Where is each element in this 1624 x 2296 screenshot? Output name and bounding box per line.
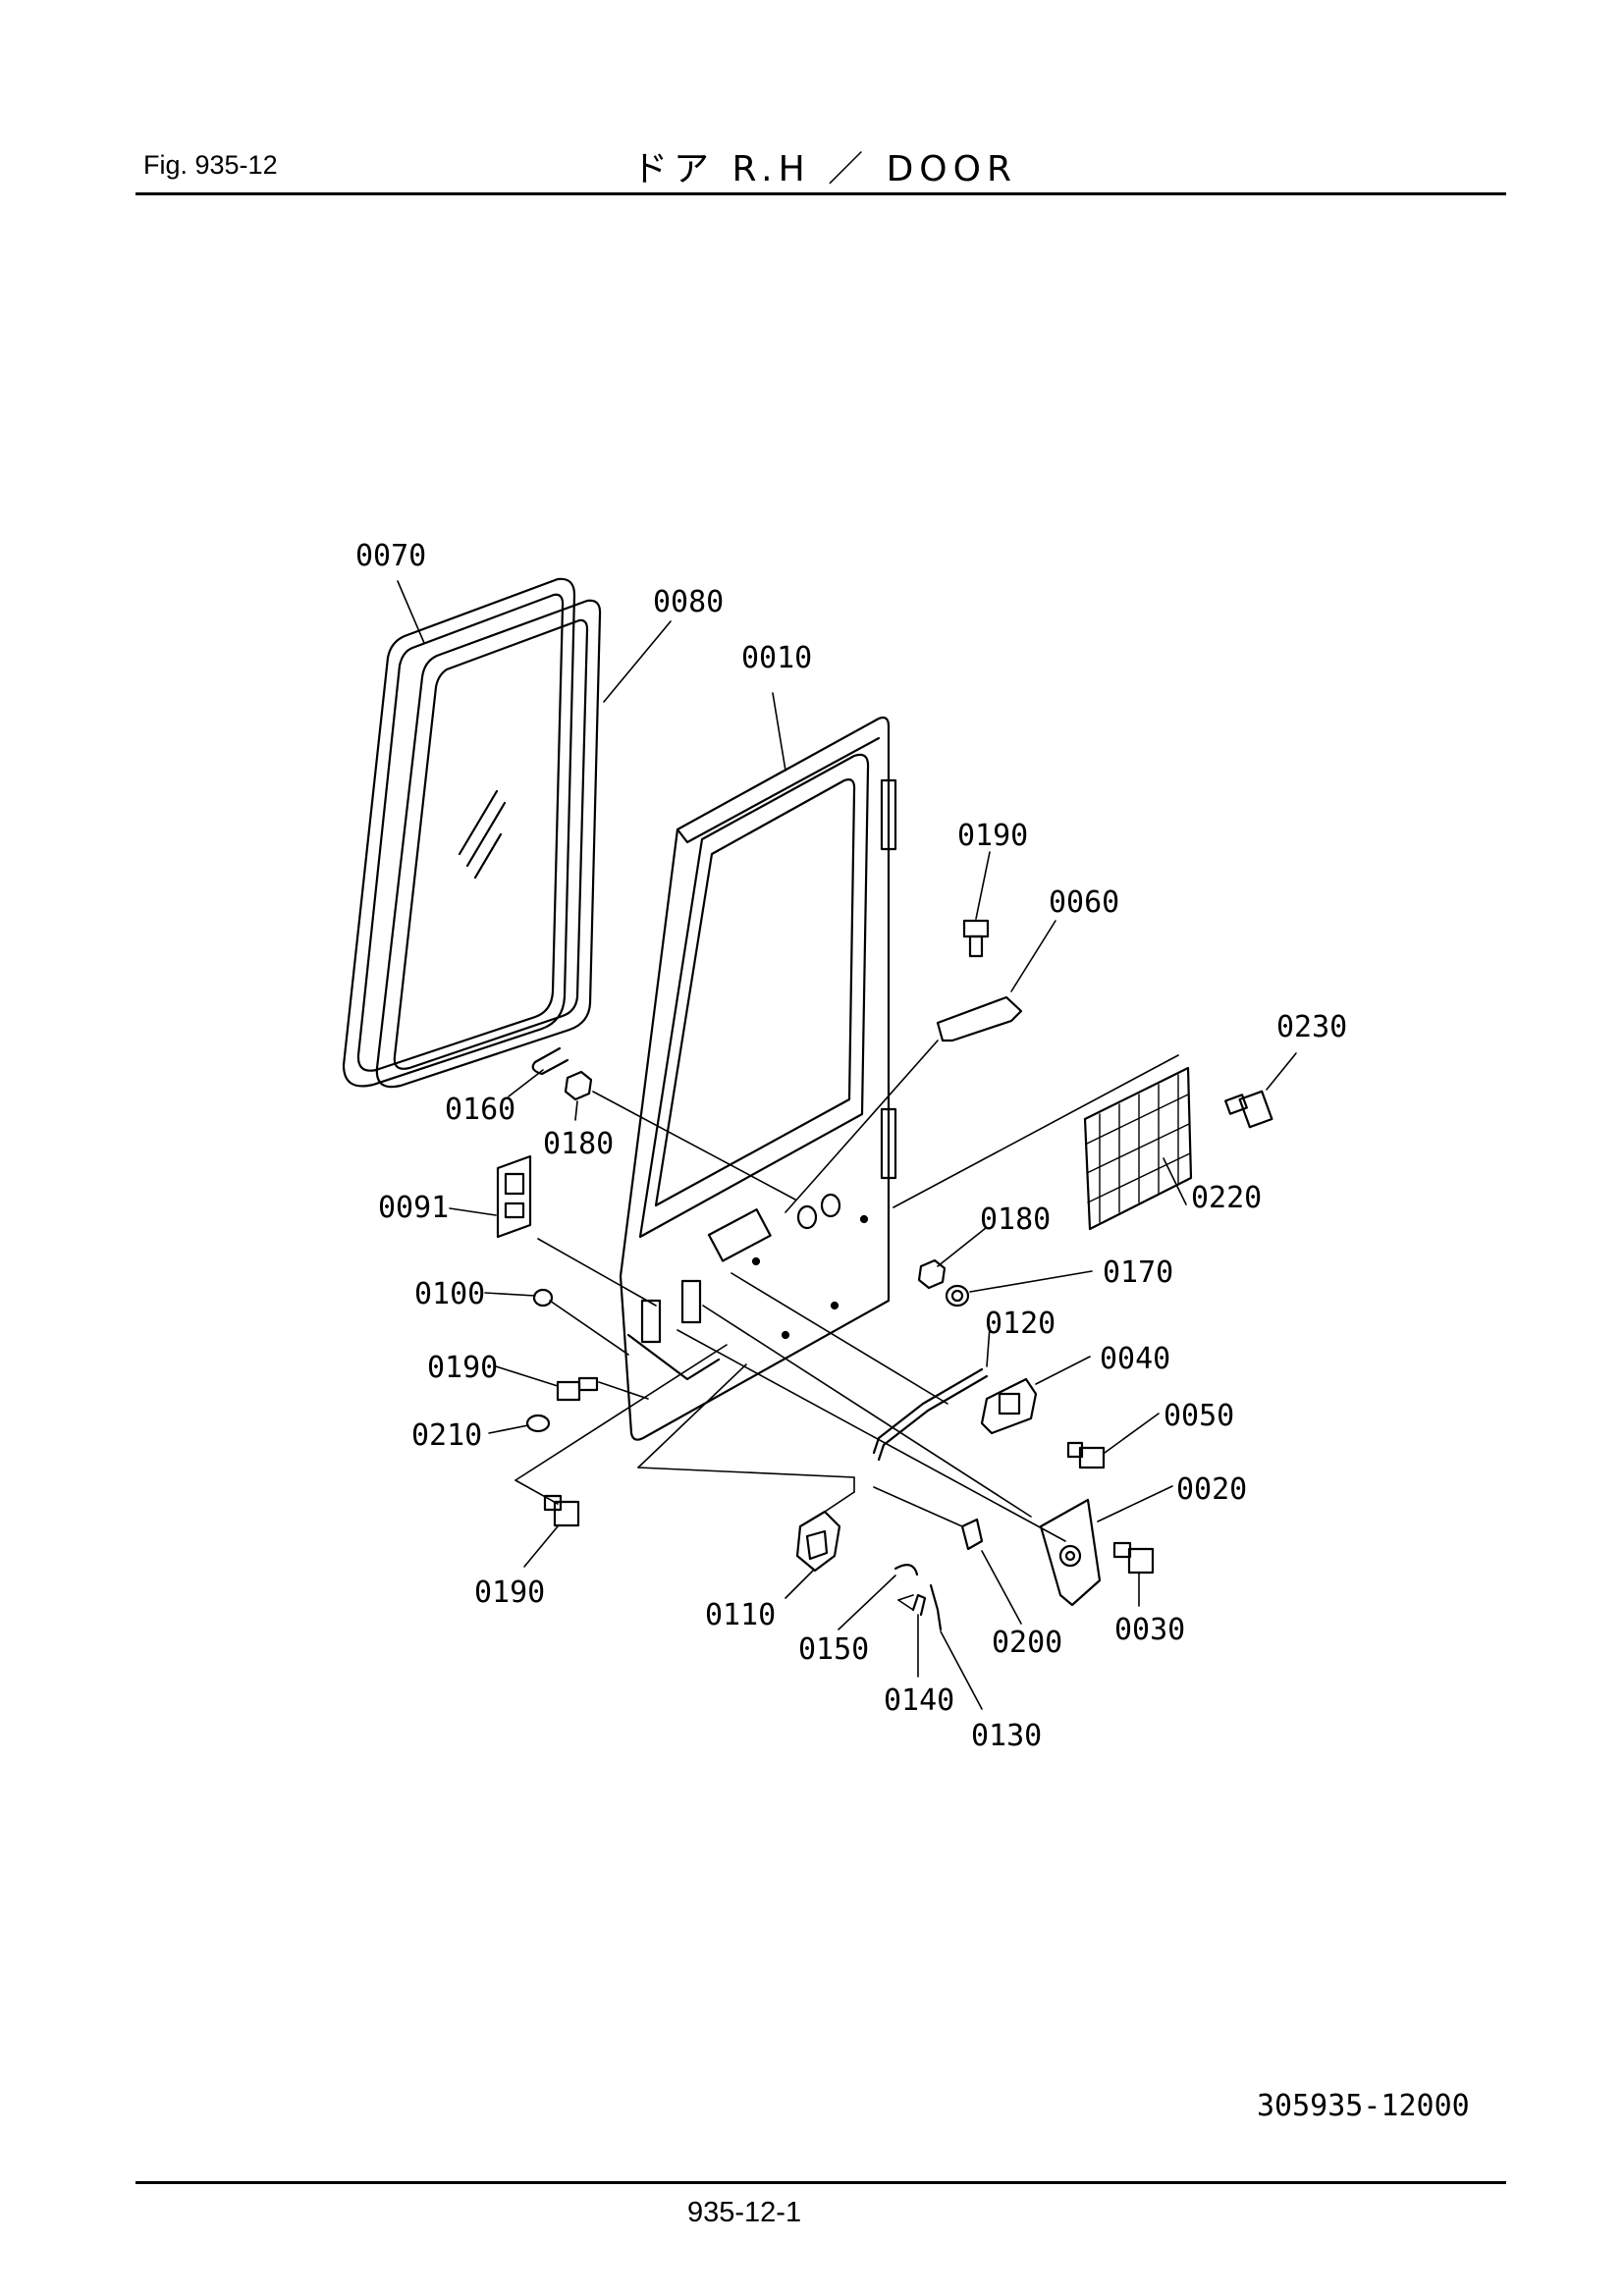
bolt-part bbox=[1224, 1090, 1273, 1129]
callout-0130: 0130 bbox=[971, 1719, 1042, 1753]
callout-0190: 0190 bbox=[957, 819, 1028, 853]
callout-0210: 0210 bbox=[411, 1418, 482, 1453]
callout-0030: 0030 bbox=[1114, 1613, 1185, 1647]
callout-0060: 0060 bbox=[1049, 885, 1119, 920]
callout-0100: 0100 bbox=[414, 1277, 485, 1311]
callout-0091: 0091 bbox=[378, 1191, 449, 1225]
page-number: 935-12-1 bbox=[687, 2197, 802, 2228]
callout-0140: 0140 bbox=[884, 1683, 954, 1718]
callout-0150: 0150 bbox=[798, 1632, 869, 1667]
callout-0180: 0180 bbox=[543, 1127, 614, 1161]
callout-0070: 0070 bbox=[355, 539, 426, 573]
callout-0230: 0230 bbox=[1276, 1010, 1347, 1044]
callout-0170: 0170 bbox=[1103, 1255, 1173, 1290]
door-latch-part bbox=[496, 1154, 532, 1239]
callout-0190: 0190 bbox=[474, 1575, 545, 1610]
callout-0010: 0010 bbox=[741, 641, 812, 675]
page-title: ドア R.H ／ DOOR bbox=[632, 149, 1017, 189]
bolt-part bbox=[543, 1494, 580, 1527]
clip-part bbox=[960, 1518, 984, 1551]
clip-part bbox=[893, 1564, 919, 1576]
callout-0120: 0120 bbox=[985, 1307, 1056, 1341]
washer-part bbox=[945, 1284, 970, 1308]
bolt-part bbox=[1066, 1441, 1106, 1469]
plug-part bbox=[525, 1414, 551, 1433]
hook-part bbox=[911, 1593, 927, 1617]
header-rule bbox=[135, 192, 1506, 195]
footer-rule bbox=[135, 2181, 1506, 2184]
callout-0020: 0020 bbox=[1176, 1472, 1247, 1507]
callout-0110: 0110 bbox=[705, 1598, 776, 1632]
bolt-part bbox=[556, 1376, 599, 1402]
grip-handle-part bbox=[936, 995, 1023, 1042]
link-rod-part bbox=[929, 1583, 943, 1631]
callout-0040: 0040 bbox=[1100, 1342, 1170, 1376]
inside-handle-part bbox=[980, 1377, 1038, 1435]
figure-label: Fig. 935-12 bbox=[143, 150, 278, 180]
callout-0200: 0200 bbox=[992, 1626, 1062, 1660]
lock-assembly-part bbox=[795, 1510, 841, 1573]
weatherstrip-part bbox=[342, 577, 576, 1088]
callout-0050: 0050 bbox=[1164, 1399, 1234, 1433]
cover-plate-part bbox=[1039, 1498, 1102, 1607]
callout-0080: 0080 bbox=[653, 585, 724, 619]
nut-part bbox=[917, 1258, 947, 1290]
rod-part bbox=[872, 1367, 989, 1462]
nut-part bbox=[564, 1070, 593, 1101]
bolt-part bbox=[962, 919, 990, 958]
drawing-number: 305935-12000 bbox=[1257, 2089, 1470, 2123]
callout-0190: 0190 bbox=[427, 1351, 498, 1385]
door-frame-part bbox=[619, 716, 897, 1441]
leader-lines bbox=[397, 580, 1297, 1710]
cap-part bbox=[532, 1288, 554, 1308]
callout-0180: 0180 bbox=[980, 1202, 1051, 1237]
door-glass-part bbox=[375, 599, 602, 1089]
net-pocket-part bbox=[1083, 1066, 1193, 1231]
u-bolt-part bbox=[531, 1046, 569, 1076]
callout-0220: 0220 bbox=[1191, 1181, 1262, 1215]
callout-0160: 0160 bbox=[445, 1093, 515, 1127]
bolt-part bbox=[1112, 1541, 1155, 1575]
